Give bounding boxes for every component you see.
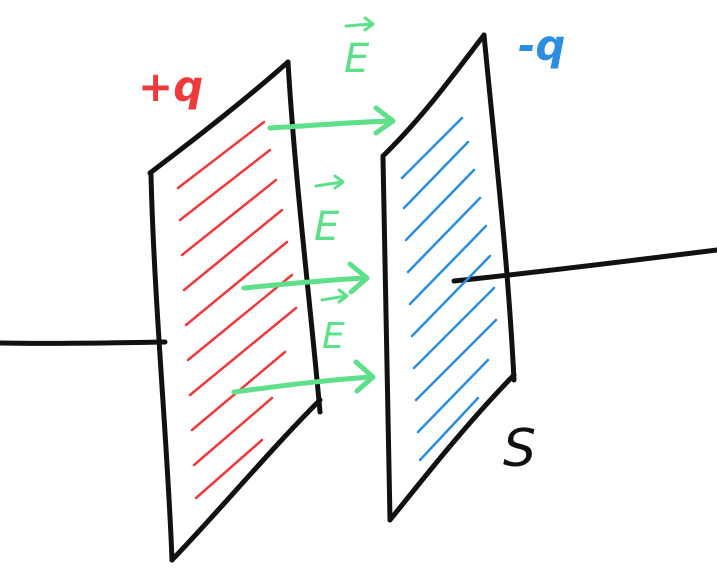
- field-arrow-top: [267, 105, 396, 136]
- positive-charge-label: +q: [138, 62, 203, 111]
- field-vector-mark-icon: [344, 16, 375, 32]
- negative-charge-label: -q: [518, 21, 566, 70]
- left-wire: [0, 339, 168, 346]
- negative-plate: [380, 32, 517, 523]
- negative-plate-hatching: [400, 116, 498, 462]
- field-vector-mark-icon: [320, 288, 349, 304]
- right-wire: [451, 247, 717, 284]
- field-label-bottom: E: [322, 316, 345, 357]
- field-label-top: E: [344, 36, 370, 82]
- field-arrow-middle: [241, 261, 370, 295]
- area-label: S: [503, 419, 536, 479]
- positive-plate: [147, 59, 323, 563]
- field-arrow-bottom: [231, 359, 376, 395]
- field-label-middle: E: [314, 204, 340, 250]
- positive-plate-hatching: [176, 120, 298, 500]
- field-vector-mark-icon: [314, 174, 345, 190]
